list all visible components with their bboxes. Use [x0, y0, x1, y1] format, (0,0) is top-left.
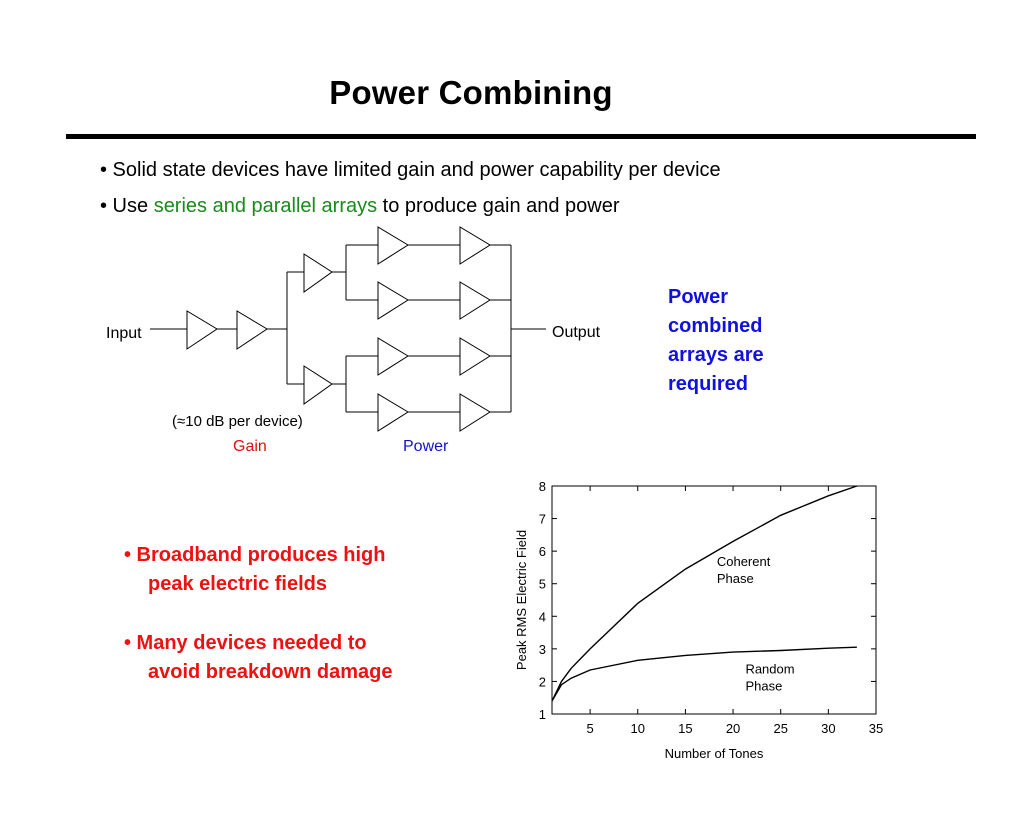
red-bullet-many-devices: • Many devices needed to avoid breakdown… — [124, 629, 393, 687]
red-bullet-broadband-line1: • Broadband produces high — [124, 544, 386, 566]
amplifier-icon — [377, 226, 409, 265]
x-tick-label: 30 — [821, 721, 835, 736]
bullet-arrays-highlight: series and parallel arrays — [153, 195, 378, 217]
series-label: Phase — [745, 678, 782, 693]
amplifier-icon — [236, 310, 268, 350]
series-label: Random — [745, 661, 794, 676]
y-tick-label: 2 — [539, 674, 546, 689]
y-tick-label: 3 — [539, 642, 546, 657]
amplifier-icon — [459, 281, 491, 320]
amplifier-icon — [186, 310, 218, 350]
power-combined-note: Power combined arrays are required — [668, 286, 764, 395]
amplifier-icon — [377, 393, 409, 432]
x-tick-label: 20 — [726, 721, 740, 736]
series-label: Coherent — [717, 554, 771, 569]
amplifier-icon — [459, 226, 491, 265]
row-3 — [346, 337, 511, 376]
y-tick-label: 4 — [539, 609, 546, 624]
gain-label: Gain — [233, 438, 267, 455]
x-tick-label: 5 — [587, 721, 594, 736]
x-tick-label: 35 — [869, 721, 883, 736]
x-tick-label: 15 — [678, 721, 692, 736]
row-4 — [346, 393, 511, 432]
power-label: Power — [403, 438, 449, 455]
red-bullet-many-devices-line1: • Many devices needed to — [124, 632, 367, 654]
output-label: Output — [552, 324, 601, 341]
amplifier-array-diagram: Input Output (≈10 dB per device) Gain Po… — [106, 226, 601, 455]
amplifier-icon — [377, 337, 409, 376]
bullet-solid-state: • Solid state devices have limited gain … — [100, 159, 721, 181]
plot-frame — [551, 485, 877, 715]
bullet-arrays-suffix: to produce gain and power — [377, 195, 620, 217]
x-tick-label: 10 — [631, 721, 645, 736]
y-axis-label: Peak RMS Electric Field — [514, 530, 529, 670]
amplifier-icon — [459, 337, 491, 376]
y-tick-label: 7 — [539, 512, 546, 527]
series-layer — [551, 485, 858, 702]
bullet-arrays-prefix: • Use — [100, 195, 154, 217]
red-bullet-many-devices-line2: avoid breakdown damage — [148, 661, 393, 683]
amplifier-icon — [377, 281, 409, 320]
row-2 — [346, 281, 511, 320]
series-line-random — [551, 646, 857, 702]
y-tick-label: 6 — [539, 544, 546, 559]
amplifier-icon — [303, 365, 333, 405]
series-line-coherent — [551, 485, 858, 702]
bullet-arrays: • Use series and parallel arrays to prod… — [100, 195, 620, 218]
y-tick-label: 5 — [539, 577, 546, 592]
x-tick-label: 25 — [773, 721, 787, 736]
title-divider — [66, 134, 976, 139]
per-device-note: (≈10 dB per device) — [172, 413, 303, 430]
series-label: Phase — [717, 571, 754, 586]
amplifier-icon — [459, 393, 491, 432]
y-tick-label: 8 — [539, 479, 546, 494]
x-axis-label: Number of Tones — [665, 746, 764, 761]
amplifier-icon — [303, 253, 333, 293]
row-1 — [346, 226, 511, 265]
red-bullet-broadband: • Broadband produces high peak electric … — [124, 541, 385, 599]
y-tick-label: 1 — [539, 707, 546, 722]
red-bullet-broadband-line2: peak electric fields — [148, 573, 327, 595]
y-axis: 1 2 3 4 5 6 7 8 — [539, 479, 876, 722]
slide-title: Power Combining — [329, 74, 613, 111]
x-axis: 5 10 15 20 25 30 35 — [587, 486, 883, 736]
input-label: Input — [106, 325, 142, 342]
